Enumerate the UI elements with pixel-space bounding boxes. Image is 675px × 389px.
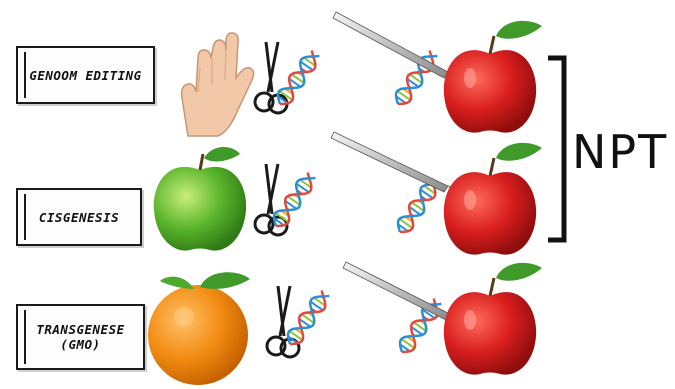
scissors-icon (267, 286, 299, 357)
scissors-icon (255, 42, 287, 113)
green-apple-icon (154, 147, 246, 251)
needle-icon (343, 262, 464, 322)
orange-icon (148, 272, 250, 385)
needle-icon (331, 132, 462, 194)
red-apple-icon (444, 21, 542, 133)
npt-bracket (548, 58, 564, 240)
red-apple-icon (444, 143, 542, 255)
npt-label: NPT (572, 125, 668, 179)
red-apple-icon (444, 263, 542, 375)
dna-helix-icon (273, 49, 322, 109)
hand-icon (182, 33, 254, 136)
dna-helix-icon (269, 171, 318, 231)
needle-icon (333, 12, 462, 80)
